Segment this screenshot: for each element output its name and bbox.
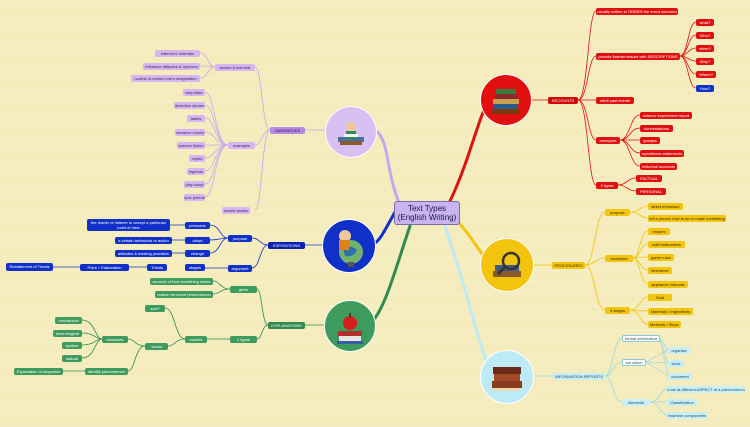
procedures-example-3[interactable]: game rules [648,254,674,261]
information-formal-document[interactable]: document [668,373,692,380]
explanations-sequence-node[interactable]: Explanation of sequence [14,368,63,375]
expositions-argument-node[interactable]: argument [228,265,252,272]
boy-globe-icon [322,219,376,273]
procedures-stage-materials[interactable]: Materials / Ingredients [648,308,693,315]
explanations-gives-2[interactable]: reason for some phenomenon [155,291,213,298]
expositions-change-node[interactable]: change [185,250,210,257]
magnifier-books-icon [480,238,534,292]
information-element-3[interactable]: examine components [667,412,707,419]
apple-books-icon [324,300,376,352]
procedures-purpose-node[interactable]: purpose [605,209,630,216]
explanations-example-1[interactable]: mechanical [55,317,82,324]
narratives-example-7[interactable]: legends [187,168,205,175]
recounts-example-3[interactable]: gossips [640,137,660,144]
narratives-example-9[interactable]: epic poems [184,194,205,201]
central-topic[interactable]: Text Types (English Writing) [394,201,460,225]
recounts-question-what[interactable]: what? [696,19,714,26]
narratives-aim-3[interactable]: nourish & extend one's imagination [131,75,200,82]
books-stack-icon [480,74,532,126]
central-topic-line1: Text Types [407,204,447,213]
information-elements-node[interactable]: elements [622,399,650,406]
expositions-persuade-text[interactable]: the reader or listener to accept a parti… [87,219,170,231]
explanations-example-2[interactable]: technological [53,330,82,337]
expositions-restatement-node[interactable]: Restatement of Thesis [6,263,53,271]
old-books-icon [480,350,534,404]
information-reports-node[interactable]: INFORMATION REPORTS [553,373,605,380]
narratives-extra-node[interactable]: novels stories [222,207,250,214]
recounts-example-1[interactable]: science experiment report [640,112,692,119]
expositions-point-node[interactable]: Point + Elaboration [80,264,129,271]
expositions-adopt-node[interactable]: adopt [185,237,210,244]
narratives-node[interactable]: NARRATIVES [270,127,305,134]
explanations-social-node[interactable]: social [145,343,168,350]
recounts-example-4[interactable]: eyewitness statements [640,150,684,157]
information-formal-node[interactable]: formal information [622,335,660,342]
procedures-example-4[interactable]: itineraries [648,267,672,274]
information-element-1[interactable]: Look at different ASPECT of a phenomenon [667,386,745,393]
information-but-which-node[interactable]: but which [622,359,646,366]
procedures-purpose-1[interactable]: direct behaviour [648,203,683,210]
information-element-2[interactable]: Classification [667,399,697,406]
narratives-example-1[interactable]: fairy tales [183,89,205,96]
explanations-example-4[interactable]: natural [62,355,82,362]
recounts-node[interactable]: RECOUNTS [548,97,578,104]
narratives-example-6[interactable]: myths [189,155,205,162]
procedures-examples-node[interactable]: examples [605,255,633,262]
narratives-example-5[interactable]: science fiction [177,142,205,149]
recounts-type-factual[interactable]: FACTUAL [636,175,662,182]
information-formal-store[interactable]: store [668,360,684,367]
procedures-example-1[interactable]: recipes [648,228,670,235]
recounts-example-2[interactable]: conversations [640,125,673,132]
explanations-sort-node[interactable]: sort? [145,305,165,312]
expositions-persuade-node[interactable]: persuade [185,222,210,229]
recounts-question-who[interactable]: Who? [696,32,714,39]
expositions-change-text[interactable]: attitudes & existing practises [115,250,172,257]
narratives-example-3[interactable]: fables [187,115,205,122]
recounts-type-personal[interactable]: PERSONAL [636,188,666,195]
explanations-models-node[interactable]: models [185,336,207,343]
central-topic-line2: (English Writing) [397,213,457,222]
recounts-question-why[interactable]: Why? [696,58,714,65]
procedures-stage-methods[interactable]: Methods / Steps [648,321,681,328]
procedures-node[interactable]: PROCEDURES [552,262,585,269]
recounts-example-5[interactable]: historical accounts [640,163,677,170]
recounts-descriptions-node[interactable]: provide listener/reader with DESCRIPTION… [596,53,680,60]
narratives-example-4[interactable]: romance novels [175,129,205,136]
expositions-node[interactable]: EXPOSITIONS [268,242,305,249]
narratives-aim-1[interactable]: interest & entertain [155,50,200,57]
explanations-example-3[interactable]: system [62,342,82,349]
recounts-types-node[interactable]: 2 types [596,182,618,189]
recounts-order-node[interactable]: usually written in ORDER the event occur… [596,8,678,15]
narratives-examples-node[interactable]: examples [228,142,255,149]
explanations-gives-node[interactable]: gives [230,286,257,293]
reading-books-icon [325,106,377,158]
procedures-example-5[interactable]: appliance manuals [648,281,688,288]
information-formal-organise[interactable]: organise [668,347,690,354]
explanations-node[interactable]: EXPLANATIONS [268,322,305,329]
recounts-examples-node[interactable]: examples [596,137,620,144]
procedures-example-2[interactable]: craft instructions [648,241,685,248]
explanations-examples-node[interactable]: examples [102,336,128,343]
procedures-stage-goal[interactable]: Goal [648,294,672,301]
procedures-stages-node[interactable]: 3 stages [605,307,630,314]
narratives-example-2[interactable]: detective stories [174,102,205,109]
expositions-thesis-node[interactable]: Thesis [147,264,167,271]
recounts-past-node[interactable]: retell past events [596,97,634,104]
recounts-question-when[interactable]: when? [696,45,714,52]
narratives-example-8[interactable]: play script [184,181,205,188]
narratives-aim-2[interactable]: influence attitudes & opinions [143,63,200,70]
procedures-purpose-2[interactable]: tell a person how to do or make somethin… [648,215,726,222]
expositions-adopt-text[interactable]: a certain behaviour or action [115,237,172,244]
expositions-purpose-node[interactable]: purpose [228,235,252,242]
narratives-aims-node[interactable]: stories & text that [215,64,255,71]
expositions-stages-node[interactable]: stages [185,264,205,271]
explanations-gives-1[interactable]: account of how something works [150,278,213,285]
explanations-identify-node[interactable]: identify phenomenon [85,368,128,375]
explanations-types-node[interactable]: 2 types [230,336,257,343]
recounts-question-where[interactable]: Where? [696,71,716,78]
recounts-question-how[interactable]: How? [696,85,714,92]
